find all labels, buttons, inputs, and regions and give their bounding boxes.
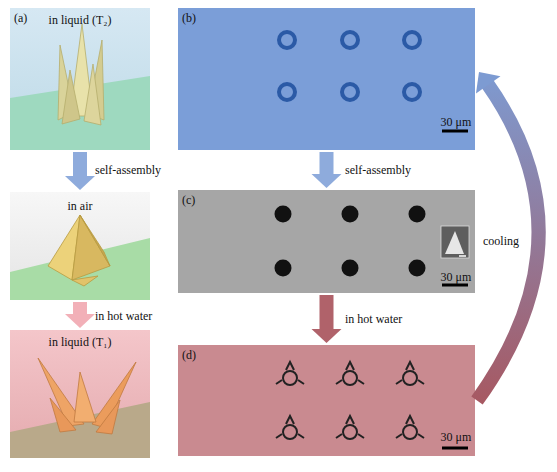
panel-text: in air	[10, 199, 150, 213]
opened-structure	[403, 425, 417, 439]
micrograph-background	[178, 190, 475, 293]
arrow-shaft	[320, 152, 334, 174]
ring	[404, 84, 420, 100]
air-scene	[10, 192, 150, 300]
ring	[342, 32, 358, 48]
dot	[342, 260, 359, 277]
panel-text: 30 μm	[436, 270, 476, 284]
petal	[74, 372, 96, 422]
process-arrow	[65, 152, 95, 190]
micrograph-background	[178, 8, 475, 150]
liquid-background	[10, 330, 150, 458]
micrograph-c	[178, 190, 475, 293]
arrow-label: self-assembly	[95, 163, 161, 177]
dot	[342, 206, 359, 223]
scale-bar	[442, 130, 468, 133]
micrograph-background	[178, 345, 475, 456]
panel-text: 30 μm	[436, 115, 476, 129]
opened-structure	[343, 425, 357, 439]
petal	[50, 398, 76, 432]
opened-structure	[343, 371, 357, 385]
panel: (b) 30 μm	[178, 8, 475, 150]
ring	[279, 32, 295, 48]
panel: (c) 30 μm	[178, 190, 475, 293]
panel-letter: (d)	[182, 348, 212, 362]
ring	[342, 84, 358, 100]
panel-text: in liquid (T₁)	[10, 335, 150, 349]
process-arrow	[65, 302, 95, 328]
opened-structure	[403, 371, 417, 385]
process-arrow	[312, 295, 342, 343]
panel: (d) 30 μm	[178, 345, 475, 456]
inset-scale-bar	[459, 255, 466, 257]
pyramid-face	[72, 215, 110, 280]
dot	[409, 260, 426, 277]
arrow-shaft	[477, 83, 539, 400]
inset	[441, 226, 469, 258]
petal	[62, 70, 80, 124]
petal-mark	[276, 416, 304, 438]
ring	[279, 84, 295, 100]
petal-mark	[336, 362, 364, 384]
petal	[96, 400, 120, 434]
inset-pyramid	[445, 231, 464, 254]
panel: in liquid (T₁)	[10, 330, 150, 458]
pyramid-face	[80, 215, 110, 266]
arrow-shaft	[320, 295, 334, 329]
air-background	[10, 192, 150, 300]
petal	[84, 64, 101, 125]
liquid-background	[10, 8, 150, 150]
micrograph-d	[178, 345, 475, 456]
opened-array	[276, 362, 424, 439]
pyramid-flap	[72, 276, 98, 286]
arrow-head	[312, 329, 342, 343]
arrow-label: in hot water	[95, 309, 152, 323]
process-arrow	[312, 152, 342, 188]
panel: (a)in liquid (T₂)	[10, 8, 150, 150]
ring-array	[279, 32, 420, 100]
petal-mark	[276, 362, 304, 384]
dot	[275, 206, 292, 223]
petal-mark	[396, 362, 424, 384]
liquid-scene	[10, 8, 150, 150]
opened-structure	[283, 371, 297, 385]
petal-mark	[336, 416, 364, 438]
panel-letter: (b)	[182, 11, 212, 25]
arrow-shaft	[73, 152, 87, 176]
opened-structure	[283, 425, 297, 439]
dot	[275, 260, 292, 277]
arrow-head	[65, 314, 95, 328]
arrow-head	[476, 72, 501, 94]
panel: in air	[10, 192, 150, 300]
arrow-shaft	[73, 302, 87, 314]
panel-letter: (c)	[182, 193, 212, 207]
arrow-head	[312, 174, 342, 188]
panel-letter: (a)	[14, 11, 44, 25]
hot-liquid-scene	[10, 330, 150, 458]
panel-text: 30 μm	[436, 430, 476, 444]
micrograph-b	[178, 8, 475, 150]
arrow-head	[65, 176, 95, 190]
arrow-label: in hot water	[345, 312, 402, 326]
panel-text: in liquid (T₂)	[10, 13, 150, 27]
petal-mark	[396, 416, 424, 438]
arrow-label: cooling	[483, 234, 519, 248]
ring	[404, 32, 420, 48]
dot	[409, 206, 426, 223]
dot-array	[275, 206, 426, 277]
process-arrow	[476, 72, 539, 401]
scale-bar	[442, 447, 468, 450]
arrow-label: self-assembly	[345, 163, 411, 177]
